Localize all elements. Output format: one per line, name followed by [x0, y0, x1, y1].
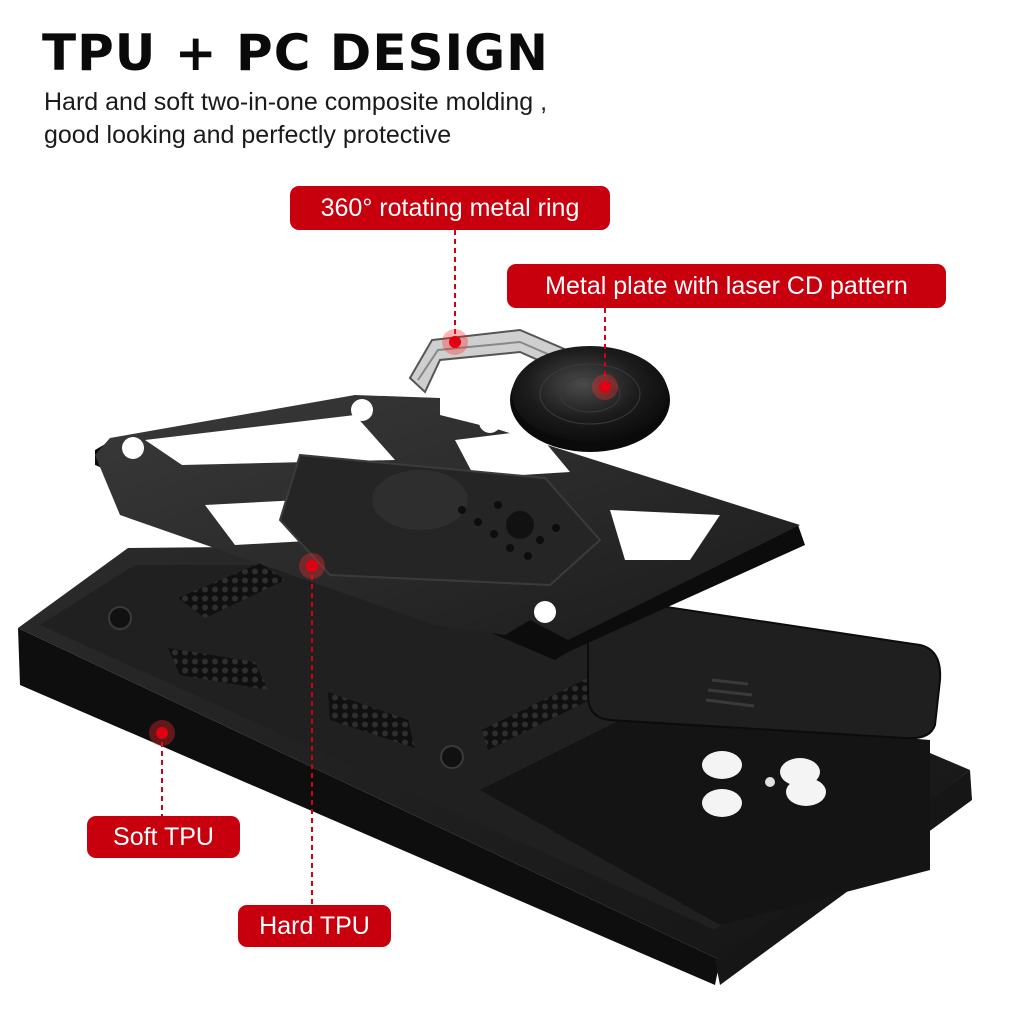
- honeycomb-grips: [168, 563, 600, 750]
- subtitle-line-1: Hard and soft two-in-one composite moldi…: [44, 88, 548, 116]
- callout-hard-tpu: Hard TPU: [238, 905, 391, 947]
- callout-ring: 360° rotating metal ring: [290, 186, 610, 230]
- camera-slide-cover: [587, 598, 942, 740]
- headline: TPU + PC DESIGN: [42, 24, 549, 82]
- callout-soft-tpu: Soft TPU: [87, 816, 240, 858]
- callout-metal-plate: Metal plate with laser CD pattern: [507, 264, 946, 308]
- callout-leaders: [161, 230, 606, 905]
- callout-dots: [149, 329, 618, 746]
- subtitle-line-2: good looking and perfectly protective: [44, 121, 452, 149]
- camera-area: [480, 715, 930, 925]
- hard-frame-plate: [95, 395, 805, 660]
- rotating-ring-assembly: [408, 328, 670, 452]
- subtitle: Hard and soft two-in-one composite moldi…: [44, 86, 684, 152]
- case-screws: [108, 606, 464, 769]
